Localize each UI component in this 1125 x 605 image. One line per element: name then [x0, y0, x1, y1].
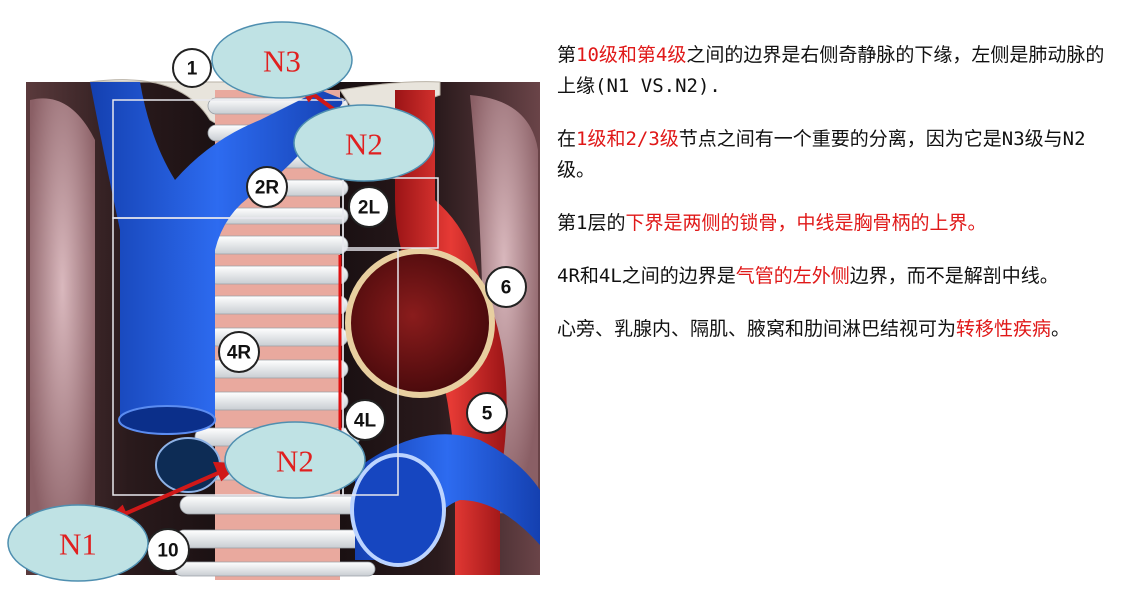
azygos-vein [156, 438, 220, 492]
node-4l: 4L [345, 400, 385, 440]
right-lung [30, 98, 95, 571]
svg-text:5: 5 [482, 404, 493, 425]
svg-text:2R: 2R [255, 178, 280, 199]
svg-text:4L: 4L [354, 411, 377, 432]
callout-n1: N1 [8, 505, 148, 581]
node-4r: 4R [219, 332, 259, 372]
node-1: 1 [173, 49, 211, 87]
explanation-text-panel: 第10级和第4级之间的边界是右侧奇静脉的下缘，左侧是肺动脉的上缘(N1 VS.N… [557, 40, 1117, 367]
svc-opening [119, 406, 215, 434]
svg-text:N2: N2 [345, 127, 383, 162]
node-5: 5 [467, 393, 507, 433]
paragraph-metastatic-nodes: 心旁、乳腺内、隔肌、腋窝和肋间淋巴结视可为转移性疾病。 [557, 314, 1117, 345]
svg-text:N1: N1 [59, 527, 97, 562]
paragraph-4r-4l-boundary: 4R和4L之间的边界是气管的左外侧边界，而不是解剖中线。 [557, 261, 1117, 292]
node-6: 6 [486, 267, 526, 307]
node-2r: 2R [247, 167, 287, 207]
callout-n2-top: N2 [294, 105, 434, 181]
svg-text:N3: N3 [263, 44, 301, 79]
svg-text:4R: 4R [227, 343, 252, 364]
paragraph-n3-n2-separation: 在1级和2/3级节点之间有一个重要的分离，因为它是N3级与N2级。 [557, 124, 1117, 186]
paragraph-station-10-4-boundary: 第10级和第4级之间的边界是右侧奇静脉的下缘，左侧是肺动脉的上缘(N1 VS.N… [557, 40, 1117, 102]
node-2l: 2L [349, 187, 389, 227]
mediastinal-lymph-node-diagram: 1 2R 2L 4R 4L 5 6 10 N3 [0, 0, 545, 605]
paragraph-level-1-boundary: 第1层的下界是两侧的锁骨，中线是胸骨柄的上界。 [557, 208, 1117, 239]
callout-n3: N3 [212, 22, 352, 98]
node-10: 10 [147, 529, 189, 571]
svg-text:N2: N2 [276, 444, 314, 479]
svg-text:6: 6 [501, 278, 512, 299]
svg-text:2L: 2L [358, 198, 381, 219]
callout-n2-mid: N2 [225, 422, 365, 498]
pulmonary-artery [348, 251, 492, 395]
svg-text:10: 10 [157, 541, 178, 562]
svg-text:1: 1 [187, 59, 198, 80]
